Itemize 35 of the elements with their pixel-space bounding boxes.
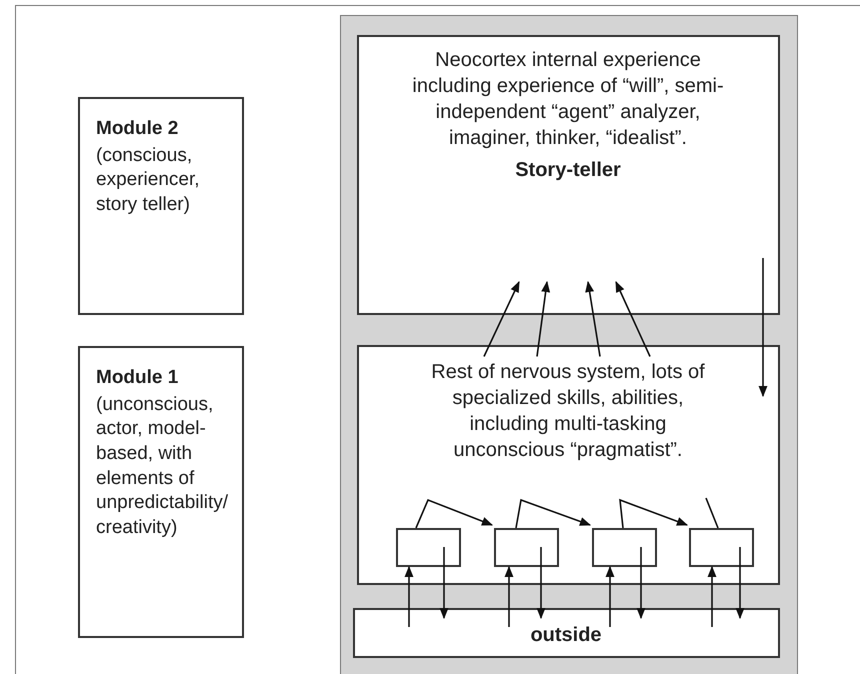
description-text: Neocortex internal experience including experience of “will”, semi-independent “agent” analyzer, imaginer, thinker, “idealist”. <box>411 48 725 150</box>
arrow <box>636 547 646 620</box>
arrow <box>483 280 520 357</box>
unit-box <box>396 528 461 567</box>
heading-text: Module 2 <box>96 117 180 141</box>
unit-box <box>689 528 754 567</box>
arrow <box>619 498 688 528</box>
heading-text: Story-teller <box>514 158 622 182</box>
arrow <box>415 498 494 528</box>
system-panel <box>340 15 798 674</box>
description-text: (unconscious, actor, model-based, with elements of unpredictability/ creativity) <box>96 392 226 540</box>
arrow <box>440 547 448 620</box>
unit-box <box>592 528 657 567</box>
arrow <box>515 498 592 528</box>
module-box <box>78 346 244 638</box>
connector-line <box>705 498 719 528</box>
process-box <box>356 34 780 314</box>
outside-box <box>352 608 780 658</box>
arrow <box>404 566 414 627</box>
description-text: (conscious, experiencer, story teller) <box>96 144 201 218</box>
arrow <box>536 280 550 357</box>
process-box <box>356 344 780 584</box>
arrow <box>585 280 601 357</box>
arrow <box>708 566 716 627</box>
arrow <box>758 258 768 398</box>
module-box <box>78 97 244 315</box>
arrow <box>504 566 514 627</box>
arrow <box>606 566 614 627</box>
heading-text: Module 1 <box>96 366 180 390</box>
unit-box <box>494 528 559 567</box>
arrow <box>615 280 651 357</box>
arrow <box>536 547 546 620</box>
arrow <box>736 547 744 620</box>
description-text: Rest of nervous system, lots of specialized skills, abilities, including multi-tasking unconscious “pragmatist”. <box>430 360 706 462</box>
heading-text: outside <box>529 622 603 648</box>
